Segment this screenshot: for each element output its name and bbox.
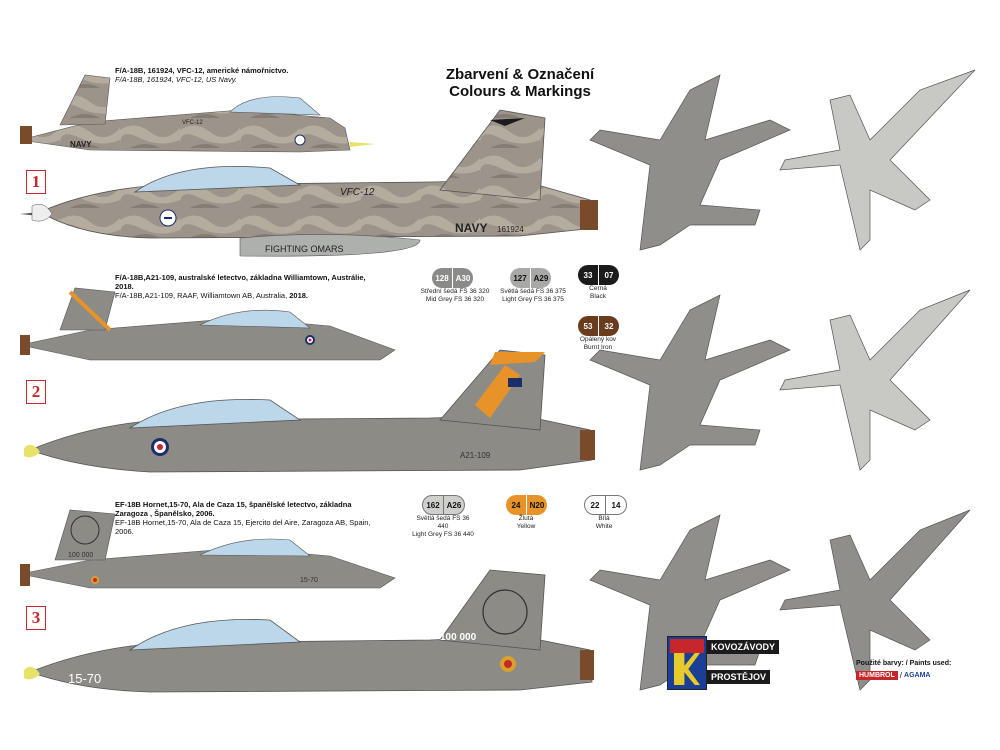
paint-22-en: White [595, 523, 613, 530]
agama-logo: AGAMA [904, 672, 931, 679]
scheme-1-small-navy-text: NAVY [70, 140, 92, 149]
brand-name-line2: PROSTĚJOV [707, 670, 771, 684]
scheme-2-large-profile: A21-109 [24, 349, 595, 473]
brand-separator: / [899, 671, 903, 680]
scheme-2-caption-en-year: 2018. [289, 291, 309, 300]
paint-24-en: Yellow [516, 523, 536, 530]
paint-22-agama: 14 [606, 495, 627, 515]
paint-162-agama: A26 [444, 495, 465, 515]
title-cz: Zbarvení & Označení [445, 66, 595, 83]
paint-127-humbrol: 127 [510, 268, 530, 288]
scheme-1-small-vfc-text: VFC-12 [182, 120, 203, 126]
humbrol-logo: HUMBROL [856, 671, 898, 680]
scheme-2-small-profile [19, 287, 396, 361]
scheme-3-caption-cz-2: Zaragoza , Španělsko, 2006. [115, 509, 215, 518]
scheme-1-caption-en: F/A-18B, 161924, VFC-12, US Navy. [115, 75, 237, 84]
scheme-1-small-profile: NAVY VFC-12 [19, 74, 375, 153]
scheme-3-small-profile: 100 000 15-70 [19, 509, 396, 589]
scheme-2-caption-cz-year: 2018. [115, 282, 134, 291]
scheme-3-large-profile: 15-70 100 000 [24, 569, 594, 693]
plan-views [589, 69, 976, 691]
kovozavody-k-logo [667, 636, 707, 690]
paint-162-en: Light Grey FS 36 440 [412, 531, 474, 538]
paint-33-agama: 07 [598, 265, 619, 285]
paint-53-cz: Opálený kov [579, 336, 617, 343]
paint-33-cz: Černá [589, 285, 607, 292]
scheme-2-serial-text: A21-109 [460, 451, 491, 460]
scheme-3-small-tail-text: 100 000 [68, 552, 93, 559]
paint-162-humbrol: 162 [422, 495, 444, 515]
paint-127-agama: A29 [530, 268, 551, 288]
scheme-3-caption-en: EF-18B Hornet,15-70, Ala de Caza 15, Eje… [115, 518, 371, 527]
scheme-3-serial-text: 15-70 [68, 671, 101, 686]
paint-24-humbrol: 24 [506, 495, 526, 515]
scheme-2-marker: 2 [26, 380, 46, 404]
paint-brands: HUMBROL / AGAMA [856, 671, 930, 680]
scheme-2-caption-cz: F/A-18B,A21-109, australské letectvo, zá… [115, 273, 366, 282]
scheme-1-caption: F/A-18B, 161924, VFC-12, americké námořn… [115, 66, 345, 84]
paint-127-cz: Světlá šedá FS 36 375 [500, 288, 566, 295]
scheme-1-tank-text: FIGHTING OMARS [265, 244, 344, 254]
paint-22-humbrol: 22 [584, 495, 606, 515]
scheme-1-caption-cz: F/A-18B, 161924, VFC-12, americké námořn… [115, 66, 289, 75]
scheme-1-vfc-text: VFC-12 [340, 187, 375, 198]
scheme-3-small-serial-text: 15-70 [300, 577, 318, 584]
paint-128-en: Mid Grey FS 36 320 [425, 296, 485, 303]
scheme-3-marker: 3 [26, 606, 46, 630]
paint-53-en: Burnt Iron [583, 344, 613, 351]
paint-127-en: Light Grey FS 36 375 [502, 296, 564, 303]
scheme-3-tail-text: 100 000 [440, 632, 477, 643]
paint-33-humbrol: 33 [578, 265, 598, 285]
scheme-1-navy-text: NAVY [455, 221, 487, 235]
scheme-1-large-profile: FIGHTING OMARS NAVY 161924 VFC-12 [20, 109, 598, 257]
paint-53-agama: 32 [598, 316, 619, 336]
paint-128-agama: A30 [452, 268, 473, 288]
paint-24-agama: N20 [526, 495, 547, 515]
brand-name-line1: KOVOZÁVODY [707, 640, 780, 654]
scheme-2-caption-en: F/A-18B,A21-109, RAAF, Williamtown AB, A… [115, 291, 288, 300]
paint-128-humbrol: 128 [432, 268, 452, 288]
paints-used-label: Použité barvy: / Paints used: [856, 660, 952, 667]
scheme-1-marker: 1 [26, 170, 46, 194]
paint-53-humbrol: 53 [578, 316, 598, 336]
sheet-title: Zbarvení & Označení Colours & Markings [420, 66, 620, 100]
scheme-3-caption-cz: EF-18B Hornet,15-70, Ala de Caza 15, špa… [115, 500, 352, 509]
scheme-3-caption-en-2: 2006. [115, 527, 134, 536]
scheme-3-caption: EF-18B Hornet,15-70, Ala de Caza 15, špa… [115, 500, 405, 536]
title-en: Colours & Markings [449, 83, 591, 100]
paint-22-cz: Bílá [598, 515, 610, 522]
paint-162-cz: Světlá šedá FS 36 440 [416, 515, 470, 530]
brand-logo: KOVOZÁVODY PROSTĚJOV [667, 636, 797, 690]
paint-33-en: Black [590, 293, 606, 300]
scheme-1-serial-text: 161924 [497, 225, 524, 234]
paint-24-cz: Žlutá [518, 515, 534, 522]
paint-128-cz: Střední šedá FS 36 320 [420, 288, 490, 295]
scheme-2-caption: F/A-18B,A21-109, australské letectvo, zá… [115, 273, 405, 300]
